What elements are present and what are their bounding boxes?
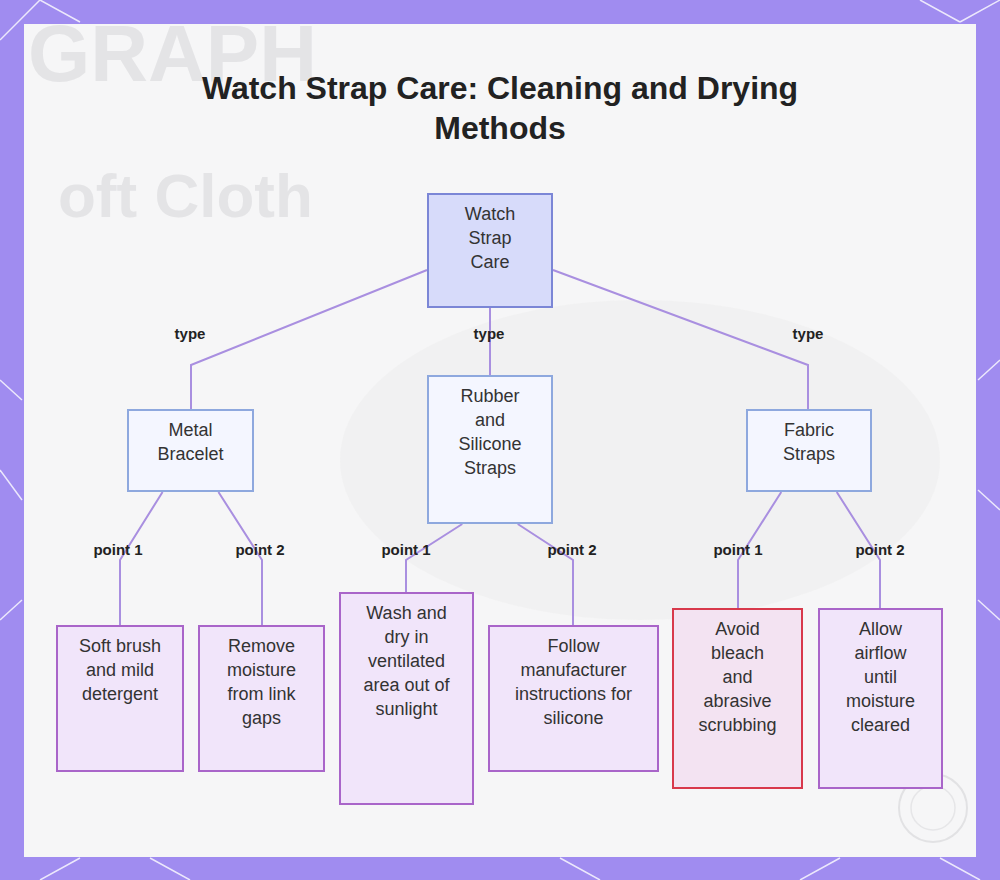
edge-label: point 1 [379,541,432,558]
edge-label: point 2 [233,541,286,558]
connector-line [218,492,262,625]
point-box: Avoid bleach and abrasive scrubbing [672,608,803,789]
node-text: Remove moisture from link gaps [217,634,307,730]
edge-label: point 1 [91,541,144,558]
edge-label: type [173,325,208,342]
point-box: Follow manufacturer instructions for sil… [488,625,659,772]
edge-label: point 2 [853,541,906,558]
node-text: Watch Strap Care [450,202,530,274]
node-text: Soft brush and mild detergent [73,634,168,706]
node-text: Fabric Straps [764,418,854,466]
point-box: Remove moisture from link gaps [198,625,325,772]
edge-label: type [472,325,507,342]
point-box: Soft brush and mild detergent [56,625,184,772]
point-box: Wash and dry in ventilated area out of s… [339,592,474,805]
edge-label: point 2 [545,541,598,558]
panel [24,24,976,857]
root-box: Watch Strap Care [427,193,553,308]
watermark-logo [911,786,955,830]
edge-label: type [791,325,826,342]
node-text: Follow manufacturer instructions for sil… [514,634,634,730]
connector-line [553,270,808,409]
type-box: Rubber and Silicone Straps [427,375,553,524]
point-box: Allow airflow until moisture cleared [818,608,943,789]
diagram-title: Watch Strap Care: Cleaning and Drying Me… [200,68,800,148]
connector-line [518,524,573,625]
type-box: Metal Bracelet [127,409,254,492]
node-text: Rubber and Silicone Straps [450,384,530,480]
connector-line [406,524,462,592]
watermark-text: oft Cloth [58,160,313,231]
node-text: Wash and dry in ventilated area out of s… [361,601,453,721]
node-text: Avoid bleach and abrasive scrubbing [694,617,782,737]
node-text: Allow airflow until moisture cleared [838,617,923,737]
type-box: Fabric Straps [746,409,872,492]
node-text: Metal Bracelet [141,418,241,466]
connector-line [120,492,163,625]
edge-label: point 1 [711,541,764,558]
connector-line [191,270,427,409]
connector-line [489,308,491,375]
watermark-shape [340,300,940,620]
